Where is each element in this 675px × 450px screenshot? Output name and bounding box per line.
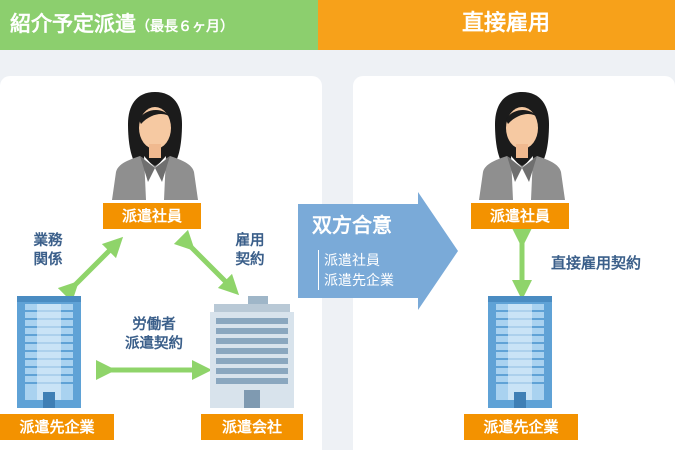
business-relation-arrow — [57, 236, 124, 303]
header-result-banner — [318, 0, 675, 50]
client-badge-right: 派遣先企業 — [464, 414, 578, 440]
agency-badge: 派遣会社 — [201, 414, 303, 440]
label-direct-employment-contract: 直接雇用契約 — [550, 254, 641, 272]
header-title-direct-hire: 直接雇用 — [462, 11, 551, 36]
worker-person-icon-right — [479, 92, 565, 200]
label-dispatch-contract-line1: 労働者 — [132, 317, 176, 333]
worker-badge: 派遣社員 — [103, 203, 201, 229]
worker-badge-right: 派遣社員 — [471, 203, 569, 229]
header-title-main: 紹介予定派遣 — [10, 12, 136, 36]
label-business-relation: 業務 関係 — [22, 232, 74, 270]
label-employment-contract-line2: 契約 — [235, 252, 265, 268]
transition-title: 双方合意 — [312, 213, 392, 237]
client-building-icon — [17, 296, 81, 408]
header-title-referral-dispatch: 紹介予定派遣（最長６ヶ月） — [10, 10, 234, 41]
label-business-relation-line1: 業務 — [33, 233, 63, 249]
transition-item-worker: 派遣社員 — [324, 253, 380, 269]
label-employment-contract-line1: 雇用 — [235, 233, 265, 249]
worker-person-icon — [112, 92, 198, 200]
agency-building-icon — [210, 296, 294, 408]
label-business-relation-line2: 関係 — [33, 252, 63, 268]
header-phase-banner — [0, 0, 350, 50]
transition-arrow-shape — [298, 192, 458, 310]
transition-bracket — [318, 250, 325, 290]
label-employment-contract: 雇用 契約 — [228, 232, 272, 270]
employment-contract-arrow — [173, 229, 240, 296]
transition-item-client: 派遣先企業 — [324, 273, 394, 289]
label-dispatch-contract-line2: 派遣契約 — [125, 336, 183, 352]
client-building-icon-right — [488, 296, 552, 408]
header-title-sub: （最長６ヶ月） — [136, 19, 234, 35]
label-dispatch-contract: 労働者 派遣契約 — [104, 316, 204, 354]
client-badge-left: 派遣先企業 — [0, 414, 114, 440]
